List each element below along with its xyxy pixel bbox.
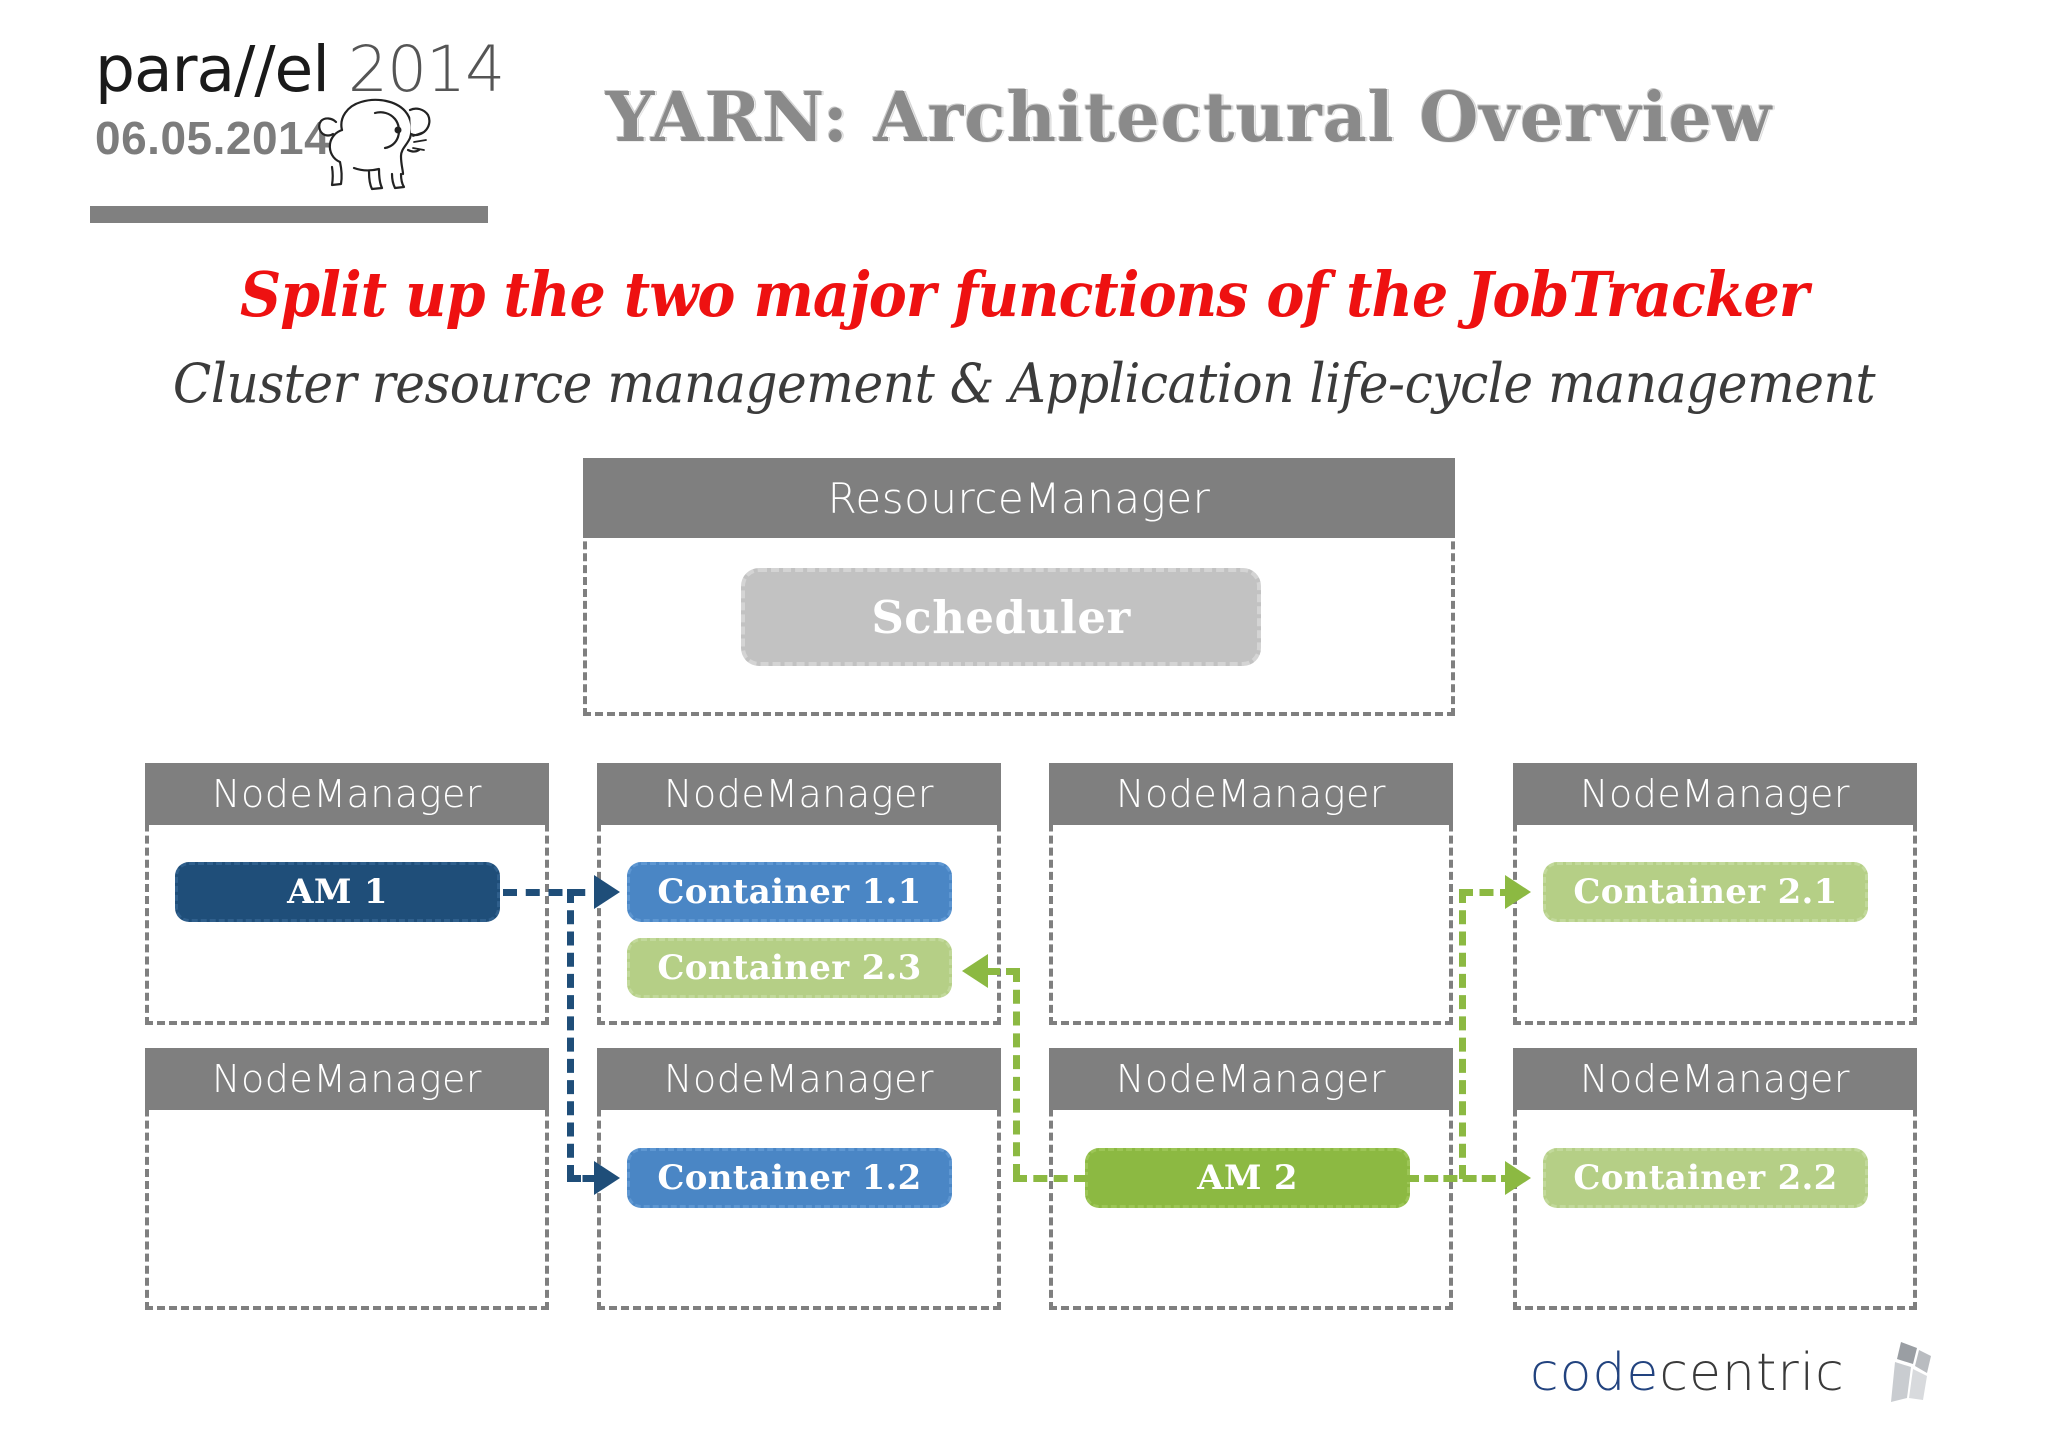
page-title: YARN: Architectural Overview (605, 78, 1773, 158)
arrow-to-container-2-1 (1505, 875, 1531, 909)
codecentric-wordmark: codecentric (1530, 1343, 1845, 1403)
logo-part-code: code (1530, 1343, 1660, 1403)
node-manager-header-r2c2: NodeManager (597, 1048, 1001, 1110)
node-manager-header-r1c2: NodeManager (597, 763, 1001, 825)
arrow-to-container-1-2 (594, 1161, 620, 1195)
hadoop-elephant-icon (318, 98, 431, 191)
scheduler-box: Scheduler (741, 568, 1261, 666)
chip-am-1[interactable]: AM 1 (175, 862, 500, 922)
connector-am1-down (567, 889, 574, 1179)
node-manager-header-r2c3: NodeManager (1049, 1048, 1453, 1110)
connector-am2-left (1013, 1175, 1088, 1182)
brand-divider (90, 206, 488, 223)
connector-am2-to-2-1 (1459, 889, 1514, 896)
headline: Split up the two major functions of the … (239, 258, 1809, 331)
connector-am2-to-2-3 (988, 968, 1018, 975)
brand-date: 06.05.2014 (95, 112, 331, 164)
brand-name-main: para//el (95, 33, 330, 106)
codecentric-logo: codecentric (1530, 1338, 1931, 1408)
node-manager-header-r2c1: NodeManager (145, 1048, 549, 1110)
arrow-to-container-1-1 (594, 875, 620, 909)
chip-container-1-1[interactable]: Container 1.1 (627, 862, 952, 922)
connector-am1-to-1-2 (567, 1175, 612, 1182)
resource-manager-header: ResourceManager (583, 458, 1455, 538)
brand-year: 2014 (347, 33, 505, 106)
connector-am2-up-left (1013, 968, 1020, 1178)
chip-container-2-2[interactable]: Container 2.2 (1543, 1148, 1868, 1208)
chip-container-2-1[interactable]: Container 2.1 (1543, 862, 1868, 922)
node-manager-header-r1c3: NodeManager (1049, 763, 1453, 825)
arrow-to-container-2-3 (962, 954, 988, 988)
chip-container-1-2[interactable]: Container 1.2 (627, 1148, 952, 1208)
chip-container-2-3[interactable]: Container 2.3 (627, 938, 952, 998)
arrow-to-container-2-2 (1505, 1161, 1531, 1195)
node-manager-header-r2c4: NodeManager (1513, 1048, 1917, 1110)
codecentric-mark-icon (1890, 1342, 1931, 1402)
connector-am2-up-right (1459, 889, 1466, 1179)
subheadline: Cluster resource management & Applicatio… (172, 352, 1876, 415)
conference-brand: para//el 2014 06.05.2014 (90, 38, 525, 223)
brand-name: para//el 2014 (95, 38, 525, 101)
chip-am-2[interactable]: AM 2 (1085, 1148, 1410, 1208)
logo-part-centric: centric (1659, 1343, 1845, 1403)
node-manager-header-r1c1: NodeManager (145, 763, 549, 825)
connector-am1-right (503, 889, 608, 896)
node-manager-header-r1c4: NodeManager (1513, 763, 1917, 825)
